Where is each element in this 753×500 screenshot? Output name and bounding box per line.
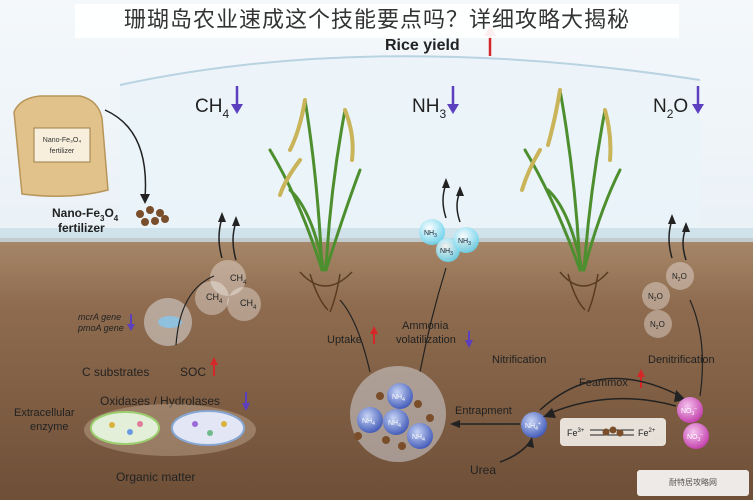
soc-label: SOC <box>180 365 206 379</box>
svg-text:N2O: N2O <box>672 272 687 283</box>
entrapment-arrowhead <box>450 420 460 428</box>
extracellular-label: Extracellular <box>14 407 75 419</box>
fertilizer-label: Nano-Fe3O4 fertilizer <box>52 206 119 235</box>
water-surface <box>0 228 753 242</box>
urea-arrowhead <box>526 437 534 448</box>
svg-text:NH3: NH3 <box>458 238 471 247</box>
soil-ch4-bubbles: CH4 CH4 CH4 <box>195 260 261 321</box>
atmosphere-dome-edge <box>119 55 701 86</box>
atmosphere-dome <box>120 56 700 230</box>
nitrification-label: Nitrification <box>492 354 546 366</box>
volatilization-label: volatilization <box>396 334 456 346</box>
feammox-label: Feammox <box>579 377 628 389</box>
svg-text:NH4: NH4 <box>392 394 405 403</box>
ammonium-node <box>521 412 547 438</box>
n2o-emission-arrows <box>668 214 690 261</box>
svg-text:N2O: N2O <box>653 96 688 121</box>
bag-label-line2: fertilizer <box>50 148 75 155</box>
enzyme-label: enzyme <box>30 421 69 433</box>
svg-text:CH4: CH4 <box>230 273 247 286</box>
soc-up-arrowhead <box>210 357 218 365</box>
nitrification-arrowhead <box>674 390 686 402</box>
nitrate-node-2 <box>683 423 709 449</box>
denitrification-label: Denitrification <box>648 354 715 366</box>
rice-roots-left <box>299 271 353 313</box>
uptake-label: Uptake <box>327 334 362 346</box>
iron-nanoparticles <box>602 426 624 437</box>
ammonium-node-label: NH4+ <box>525 421 541 432</box>
ch4-gas-label: CH4 <box>195 86 243 121</box>
svg-text:N2O: N2O <box>648 292 663 303</box>
gene-label-mcra: mcrA gene <box>78 312 121 322</box>
oxidase-cell <box>90 411 160 445</box>
volatilization-arrow <box>419 267 447 373</box>
n2o-down-arrowhead <box>692 104 704 114</box>
hydrolase-cell <box>171 410 245 446</box>
rice-plant-right <box>520 88 622 272</box>
volatilization-down-arrowhead <box>465 340 473 348</box>
feammox-up-arrowhead <box>637 369 645 377</box>
uptake-arrow <box>339 299 371 373</box>
bag-to-fertilizer-arrowhead <box>140 194 150 204</box>
svg-text:CH4: CH4 <box>206 292 223 305</box>
svg-text:NH4: NH4 <box>412 434 425 443</box>
ch4-down-arrowhead <box>231 104 243 114</box>
svg-text:Nano-Fe3O4: Nano-Fe3O4 <box>52 206 119 223</box>
denitrification-arrow <box>689 299 704 397</box>
svg-text:NH4: NH4 <box>388 420 401 429</box>
microbe-to-ch4-arrow <box>175 275 215 346</box>
enzymes-down-arrowhead <box>242 403 250 411</box>
nitrate-label-1: NO3− <box>681 406 697 417</box>
ch4-emission-arrows <box>218 212 240 261</box>
nh3-emission-arrows <box>442 178 464 223</box>
svg-text:NH4: NH4 <box>362 418 375 427</box>
watermark: 耐特居攻略网 <box>637 470 749 496</box>
gene-label-pmoa: pmoA gene <box>77 323 124 333</box>
nh3-down-arrowhead <box>447 104 459 114</box>
nitrification-arrow <box>539 377 681 411</box>
enzymes-label: Oxidases / Hydrolases <box>100 394 220 408</box>
svg-text:NH3: NH3 <box>424 230 437 239</box>
entrapment-label: Entrapment <box>455 405 512 417</box>
svg-text:NH3: NH3 <box>412 96 446 121</box>
nitrate-node-1 <box>677 397 703 423</box>
c-substrates-label: C substrates <box>82 365 149 379</box>
urea-label: Urea <box>470 463 496 477</box>
page-title: 珊瑚岛农业速成这个技能要点吗？详细攻略大揭秘 <box>75 4 679 38</box>
svg-text:N2O: N2O <box>650 320 665 331</box>
nitrate-label-2: NO3− <box>687 432 703 443</box>
ammonium-cluster: NH4 NH4 NH4 NH4 <box>354 383 434 450</box>
enzyme-molecules <box>109 421 227 436</box>
nanoparticle-cluster <box>136 206 169 226</box>
bag-label-line1: Nano-Fe₃O₄ <box>43 137 82 144</box>
svg-text:fertilizer: fertilizer <box>58 221 105 235</box>
svg-text:CH4: CH4 <box>195 96 229 121</box>
nh3-gas-label: NH3 <box>412 86 459 121</box>
nh3-bubbles: NH3 NH3 NH3 <box>419 219 479 262</box>
bag-to-fertilizer-arrow <box>104 109 147 199</box>
feammox-arrowhead <box>543 408 556 418</box>
genes-down-arrowhead <box>127 324 135 331</box>
rice-plant-left <box>268 98 362 272</box>
feammox-arrow <box>547 397 677 415</box>
ammonia-label: Ammonia <box>402 320 449 332</box>
rice-roots-right <box>559 271 609 313</box>
fertilizer-bag: Nano-Fe₃O₄ fertilizer <box>13 95 109 197</box>
uptake-up-arrowhead <box>370 326 378 334</box>
fe3-label: Fe3+ <box>567 428 585 438</box>
microbe-icon <box>158 316 182 328</box>
organic-matter-label: Organic matter <box>116 470 195 484</box>
fe2-label: Fe2+ <box>638 428 656 438</box>
rice-yield-label: Rice yield <box>385 37 460 54</box>
svg-text:NH3: NH3 <box>440 248 453 257</box>
svg-text:CH4: CH4 <box>240 298 257 311</box>
n2o-gas-label: N2O <box>653 86 704 121</box>
soil-n2o-bubbles: N2O N2O N2O <box>642 262 694 338</box>
